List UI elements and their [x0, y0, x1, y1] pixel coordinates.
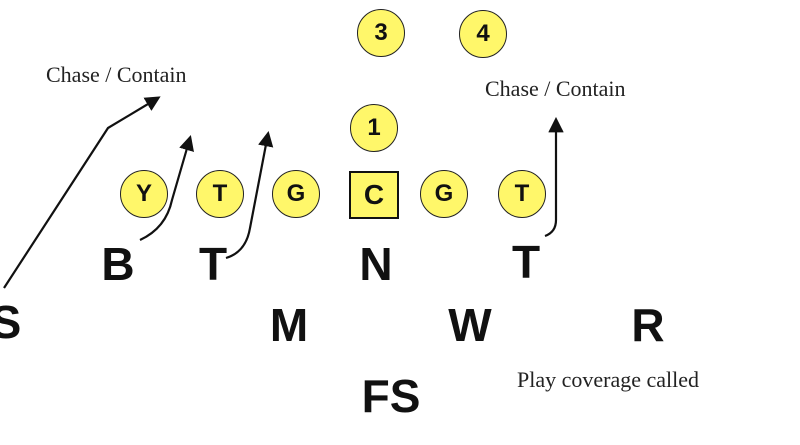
safety-chase-arrow	[3, 96, 161, 289]
coverage-note: Play coverage called	[517, 367, 700, 392]
left-tackle-marker: T	[196, 170, 244, 218]
back-1-marker: 1	[350, 104, 398, 152]
center-label: C	[363, 179, 385, 210]
tight-end-label: Y	[135, 180, 152, 207]
back-3-marker: 3	[357, 9, 405, 57]
right-assignment-note: Chase / Contain	[485, 76, 626, 101]
left-tackle-label: T	[212, 180, 228, 207]
defender-t-right: T	[511, 236, 541, 288]
defender-s: S	[0, 296, 22, 348]
defender-m: M	[269, 299, 309, 351]
left-assignment-note: Chase / Contain	[46, 62, 187, 87]
defender-b: B	[101, 238, 135, 290]
tight-end-marker: Y	[120, 170, 168, 218]
left-guard-marker: G	[272, 170, 320, 218]
right-tackle-marker: T	[498, 170, 546, 218]
tackle-right-contain-arrow	[544, 116, 564, 238]
back-4-label: 4	[476, 20, 490, 47]
back-1-label: 1	[367, 114, 381, 141]
back-3-label: 3	[374, 19, 388, 46]
right-guard-label: G	[434, 180, 454, 207]
defender-t-left: T	[198, 238, 228, 290]
tackle-left-chase-arrow	[225, 130, 274, 260]
end-chase-arrow	[139, 135, 194, 241]
center-marker: C	[349, 171, 399, 219]
back-4-marker: 4	[459, 10, 507, 58]
defender-fs: FS	[361, 370, 421, 422]
left-guard-label: G	[286, 180, 306, 207]
defender-r: R	[631, 299, 665, 351]
right-tackle-label: T	[514, 180, 530, 207]
defender-w: W	[448, 299, 492, 351]
defender-n: N	[359, 238, 393, 290]
right-guard-marker: G	[420, 170, 468, 218]
